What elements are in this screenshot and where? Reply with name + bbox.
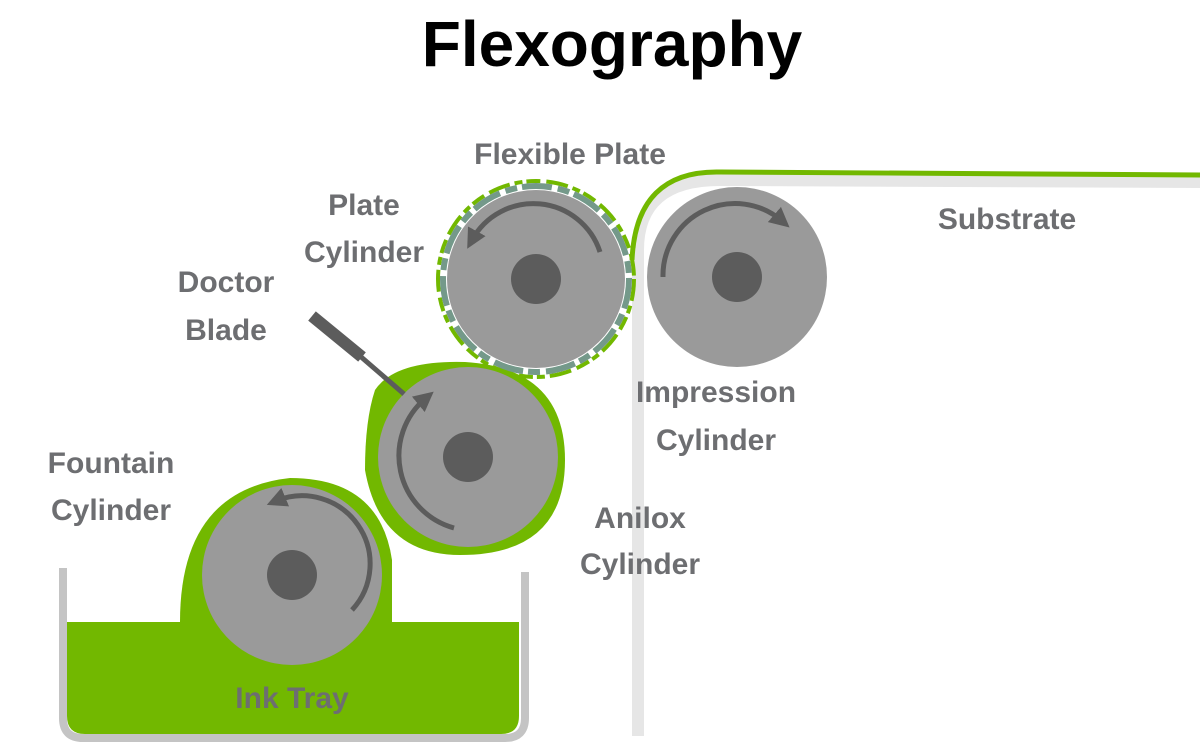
printed-ink-layer [629,169,1200,261]
rotation-arrow-icon [660,201,790,278]
flexible-plate [440,183,632,375]
label-substrate: Substrate [938,203,1076,236]
label-fountain-cylinder-line2: Cylinder [51,494,171,527]
fountain-hub [267,550,317,600]
flexible-plate-ink [436,179,636,379]
tray-wall [59,568,529,742]
label-doctor-blade-line2: Blade [185,314,267,347]
label-anilox-cylinder-line1: Anilox [594,502,686,535]
label-flexible-plate: Flexible Plate [474,138,666,171]
rotation-arrow-icon [396,391,455,531]
impression-hub [712,252,762,302]
label-plate-cylinder-line1: Plate [328,189,400,222]
ink-bath [67,622,519,734]
doctor-blade [308,311,406,396]
rotation-arrow-icon [266,487,373,612]
anilox-cylinder [365,361,565,555]
label-anilox-cylinder-line2: Cylinder [580,548,700,581]
anilox-hub [443,432,493,482]
ink-tray [59,568,529,742]
fountain-cylinder [180,478,392,665]
plate-cylinder [436,179,636,379]
plate-hub [511,254,561,304]
label-impression-cylinder-line1: Impression [636,376,796,409]
label-impression-cylinder-line2: Cylinder [656,424,776,457]
substrate-web [632,173,1200,736]
impression-cylinder [647,187,827,367]
doctor-blade-edge [358,354,406,396]
label-fountain-cylinder-line1: Fountain [48,447,175,480]
label-ink-tray: Ink Tray [235,682,349,715]
label-doctor-blade-line1: Doctor [178,266,275,299]
rotation-arrow-icon [467,201,603,253]
doctor-blade-handle [308,311,366,362]
substrate [629,169,1200,736]
diagram-title: Flexography [422,8,803,80]
label-plate-cylinder-line2: Cylinder [304,236,424,269]
